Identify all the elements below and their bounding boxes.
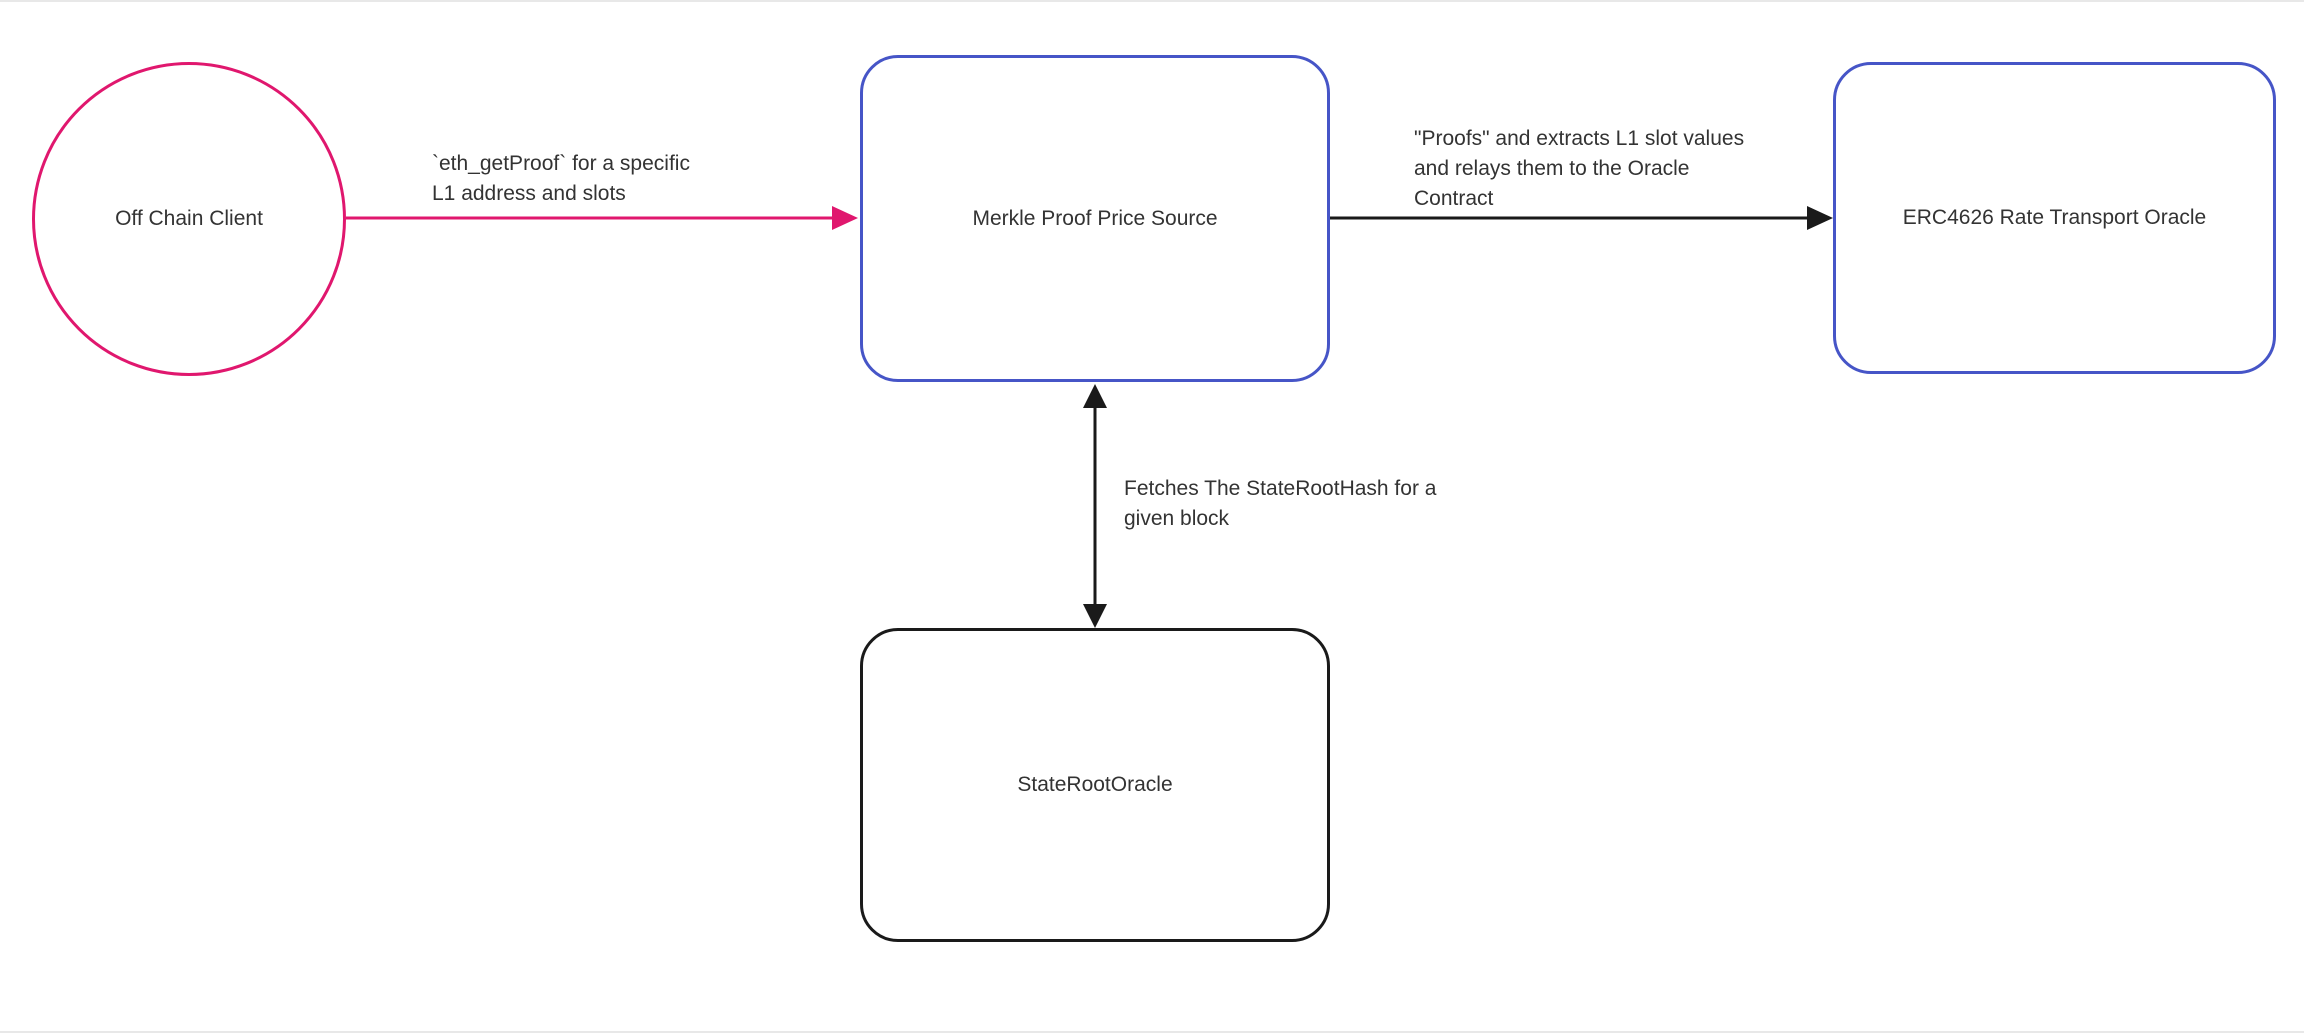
edge-label-price-source-to-transport-oracle: "Proofs" and extracts L1 slot values and… bbox=[1414, 124, 1744, 214]
edge-price-source-to-state-root-oracle bbox=[1083, 384, 1107, 628]
node-state-root-oracle: StateRootOracle bbox=[860, 628, 1330, 942]
node-erc4626-rate-transport-oracle-label: ERC4626 Rate Transport Oracle bbox=[1902, 206, 2207, 229]
edge-label-line: and relays them to the Oracle bbox=[1414, 157, 1690, 180]
node-merkle-proof-price-source: Merkle Proof Price Source bbox=[860, 55, 1330, 382]
edge-label-line: `eth_getProof` for a specific bbox=[432, 152, 690, 175]
node-merkle-proof-price-source-label: Merkle Proof Price Source bbox=[972, 206, 1218, 230]
edge-label-line: L1 address and slots bbox=[432, 182, 626, 205]
arrowhead-down bbox=[1083, 604, 1107, 628]
node-off-chain-client-label: Off Chain Client bbox=[115, 207, 263, 230]
edge-label-client-to-price-source: `eth_getProof` for a specific L1 address… bbox=[432, 149, 690, 209]
node-off-chain-client: Off Chain Client bbox=[32, 62, 346, 376]
canvas-bottom-border bbox=[0, 1031, 2304, 1033]
edge-label-line: "Proofs" and extracts L1 slot values bbox=[1414, 127, 1745, 150]
edge-label-line: given block bbox=[1124, 507, 1230, 530]
canvas-top-border bbox=[0, 0, 2304, 2]
arrowhead-right-black bbox=[1807, 206, 1833, 230]
arrowhead-up bbox=[1083, 384, 1107, 408]
edge-label-price-source-to-state-root-oracle: Fetches The StateRootHash for a given bl… bbox=[1124, 474, 1436, 534]
node-state-root-oracle-label: StateRootOracle bbox=[1017, 773, 1173, 796]
edge-client-to-price-source bbox=[346, 206, 858, 230]
node-erc4626-rate-transport-oracle: ERC4626 Rate Transport Oracle bbox=[1833, 62, 2276, 374]
edge-label-line: Contract bbox=[1414, 187, 1494, 210]
edge-label-line: Fetches The StateRootHash for a bbox=[1124, 477, 1437, 500]
arrowhead-right-pink bbox=[832, 206, 858, 230]
